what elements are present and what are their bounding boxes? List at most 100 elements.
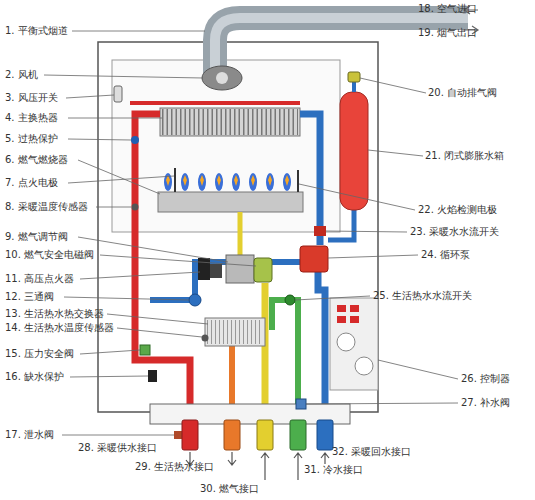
callout-label: 28. 采暖供水接口 [78,441,157,455]
leader-line [70,376,148,377]
low-water-switch [148,370,157,382]
callout-label: 23. 采暖水水流开关 [410,225,499,239]
callout-label: 7. 点火电极 [5,176,58,190]
circulation-pump [300,246,328,272]
flame-detect-electrode [297,170,299,192]
gas-solenoid-valve [254,258,272,282]
leader-line [117,328,202,337]
callout-label: 30. 燃气接口 [200,482,259,496]
gas-regulating-valve [226,255,254,283]
leader-line [80,350,140,354]
leader-line [100,255,256,266]
callout-label: 19. 烟气出口 [418,26,477,40]
leader-lines [44,31,458,435]
callout-label: 22. 火焰检测电极 [418,203,497,217]
gas-fitting [257,420,273,450]
heating-temp-sensor [132,204,139,211]
leader-line [78,160,160,194]
callout-label: 20. 自动排气阀 [428,86,497,100]
flame-row [164,173,291,191]
callout-label: 5. 过热保护 [5,132,58,146]
panel-indicator [350,305,359,312]
overheat-protector [131,136,139,144]
panel-indicator [350,316,359,323]
callout-label: 12. 三通阀 [5,290,54,304]
callout-label: 2. 风机 [5,68,38,82]
exchanger-tube [130,101,300,105]
dhw-temp-sensor [202,335,209,342]
callout-label: 27. 补水阀 [461,396,510,410]
callout-label: 21. 闭式膨胀水箱 [425,149,504,163]
callout-label: 16. 缺水保护 [5,370,64,384]
callout-label: 17. 泄水阀 [5,428,54,442]
callout-label: 31. 冷水接口 [304,463,363,477]
leader-line [64,297,189,300]
panel-indicator [337,305,346,312]
gas-burner-feed [238,212,243,255]
leader-line [72,31,205,32]
callout-label: 4. 主换热器 [5,111,58,125]
gas-pipe [262,283,269,420]
supply-fitting [182,420,198,450]
callout-label: 15. 压力安全阀 [5,347,74,361]
callout-label: 11. 高压点火器 [5,272,74,286]
leader-line [44,75,203,78]
leader-line [299,184,415,210]
callout-label: 25. 生活热水水流开关 [373,289,472,303]
ignition-electrode [174,168,176,192]
panel-dial [355,357,373,375]
igniter-body [198,258,210,280]
return-down-pipe [318,272,325,420]
leader-line [68,118,162,119]
tank-line [328,210,354,240]
callout-label: 3. 风压开关 [5,91,58,105]
expansion-tank [340,92,368,210]
callout-label: 18. 空气进口 [418,2,477,16]
refill-valve [296,399,306,409]
pressure-relief-valve [140,345,150,355]
heating-supply-pipe [135,114,190,420]
callout-label: 13. 生活热水热交换器 [5,307,104,321]
three-way-valve [189,294,201,306]
leader-line [378,360,458,379]
callout-label: 14. 生活热水温度传感器 [5,321,114,335]
callout-label: 8. 采暖温度传感器 [5,200,88,214]
bypass-pipe [150,262,300,300]
main-heat-exchanger [160,108,300,136]
leader-line [96,207,131,208]
callout-label: 10. 燃气安全电磁阀 [5,248,94,262]
exchanger-fins [162,109,298,135]
cold-water-fitting [290,420,306,450]
dhw-flow-switch [285,295,295,305]
leader-line [68,176,174,183]
leader-line [66,95,114,98]
leader-line [68,139,131,140]
control-panel [330,298,378,390]
gas-burner [158,192,303,212]
callout-label: 26. 控制器 [461,372,510,386]
leader-line [306,403,458,404]
leader-line [368,150,423,156]
combustion-chamber [112,60,340,232]
leader-line [62,435,174,436]
hot-water-fitting [224,420,240,450]
panel-dial [337,333,355,351]
callout-label: 24. 循环泵 [421,248,470,262]
leader-line [328,255,418,258]
igniter-coil [210,264,222,278]
cold-water-pipe [272,300,298,420]
pressure-switch [114,86,122,102]
leader-line [326,231,407,232]
callout-label: 9. 燃气调节阀 [5,230,68,244]
plate-heat-exchanger [205,318,265,346]
leader-line [80,272,200,279]
panel-indicator [337,316,346,323]
return-fitting [317,420,333,450]
callout-label: 6. 燃气燃烧器 [5,153,68,167]
flame-core [166,175,289,186]
leader-line [78,237,228,262]
heating-return-pipe [300,114,320,245]
heating-flow-switch [314,226,326,236]
